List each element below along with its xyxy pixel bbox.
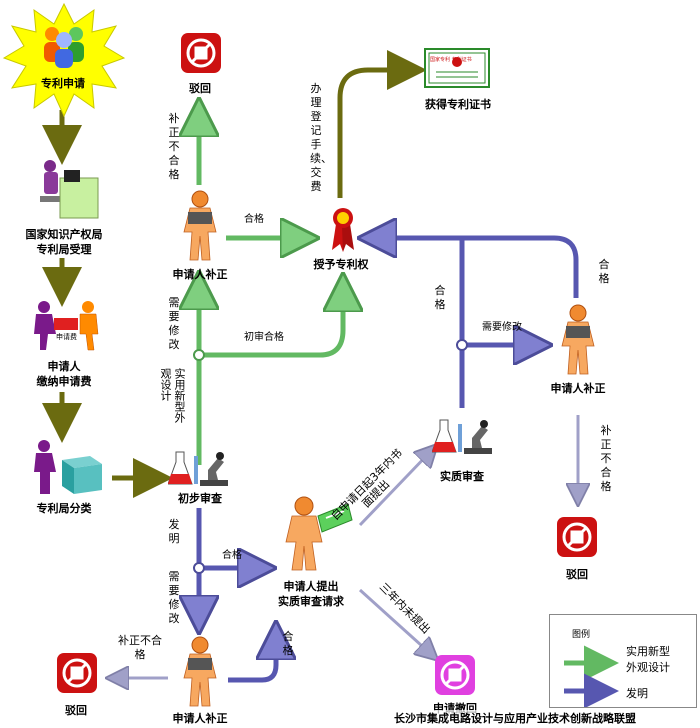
lab-icon-prelim [167,450,232,488]
applicant-fix-right-icon [558,304,598,376]
legend-blue-label: 发明 [626,687,648,700]
node-sipo-line1: 国家知识产权局 [25,228,103,241]
label-pass-top: 合格 [244,214,264,225]
blue-junction-right [456,339,468,351]
pay-fee-icon [30,300,102,352]
label-fix-not-ok-right: 补正不合格 [600,424,612,493]
label-pass-bottom: 合格 [282,630,294,657]
label-invention: 发明 [168,518,180,545]
node-applicant-fix-right: 申请人补正 [550,382,606,395]
fix-not-ok-left-text: 补正不合格 [118,634,162,661]
certificate-tag: 国家专利 专利证书 [430,57,472,63]
node-grant: 授予专利权 [313,258,369,271]
grant-to-certificate-path [337,50,427,198]
node-patent-apply: 专利申请 [41,77,85,90]
footer-org: 长沙市集成电路设计与应用产业技术创新战略联盟 [394,710,636,726]
label-pass-right: 合格 [598,258,610,285]
applicant-request-icon [282,496,354,572]
node-sipo-line2: 专利局受理 [36,243,92,256]
grant-ribbon-icon [330,206,356,252]
label-need-fix-right: 需要修改 [482,322,522,333]
label-fix-not-ok-left: 补正不合格 [118,634,162,662]
sipo-desk-icon [34,156,100,220]
left-chain-arrows [42,110,173,498]
people-icon [38,24,90,68]
applicant-fix-top-icon [180,190,220,262]
certificate-icon [424,48,490,88]
utility-design-text: 实用新型外观设计 [159,368,186,423]
node-applicant-fix-bottom: 申请人补正 [172,712,228,725]
lab-icon-substantive [431,418,496,456]
green-junction [193,349,205,361]
node-reject-bottom-left: 驳回 [65,704,87,717]
label-need-fix-left: 需要修改 [168,296,180,351]
node-reject-right: 驳回 [566,568,588,581]
node-substantive-exam: 实质审查 [440,470,484,483]
green-paths [199,112,343,465]
label-fix-not-ok-top: 补正不合格 [168,112,180,181]
node-classify: 专利局分类 [36,502,92,515]
node-applicant-fix-top: 申请人补正 [172,268,228,281]
node-certificate: 获得专利证书 [425,98,491,111]
reject-icon-top [180,32,222,74]
node-reject-top: 驳回 [189,82,211,95]
reject-icon-right [556,516,598,558]
applicant-fix-bottom-icon [180,636,220,708]
label-prelim-pass: 初审合格 [244,332,284,343]
node-pay-fee-line1: 申请人 [47,360,81,373]
legend-title: 图例 [572,630,591,640]
label-pass-grant: 合格 [434,284,446,311]
fee-tag: 申请费 [56,333,77,341]
label-register-fee: 办理登记手续、交费 [310,82,332,193]
label-need-fix-lower: 需要修改 [168,570,180,625]
reject-icon-bottom-left [56,652,98,694]
node-request-line2: 实质审查请求 [278,595,344,608]
withdraw-icon [434,654,476,696]
blue-junction-left [193,562,205,574]
gray-arrows [114,415,578,678]
legend-swatches [564,645,619,707]
label-pass-mid: 合格 [222,550,242,561]
legend: 图例 实用新型 外观设计 发明 [549,614,697,708]
label-utility-design: 实用新型外观设计 [159,368,188,428]
node-pay-fee-line2: 缴纳申请费 [36,375,92,388]
node-request-line1: 申请人提出 [283,580,339,593]
classify-icon [32,438,104,496]
node-prelim-exam: 初步审查 [178,492,222,505]
legend-green-label-2: 外观设计 [626,661,670,674]
legend-green-label-1: 实用新型 [626,645,670,658]
